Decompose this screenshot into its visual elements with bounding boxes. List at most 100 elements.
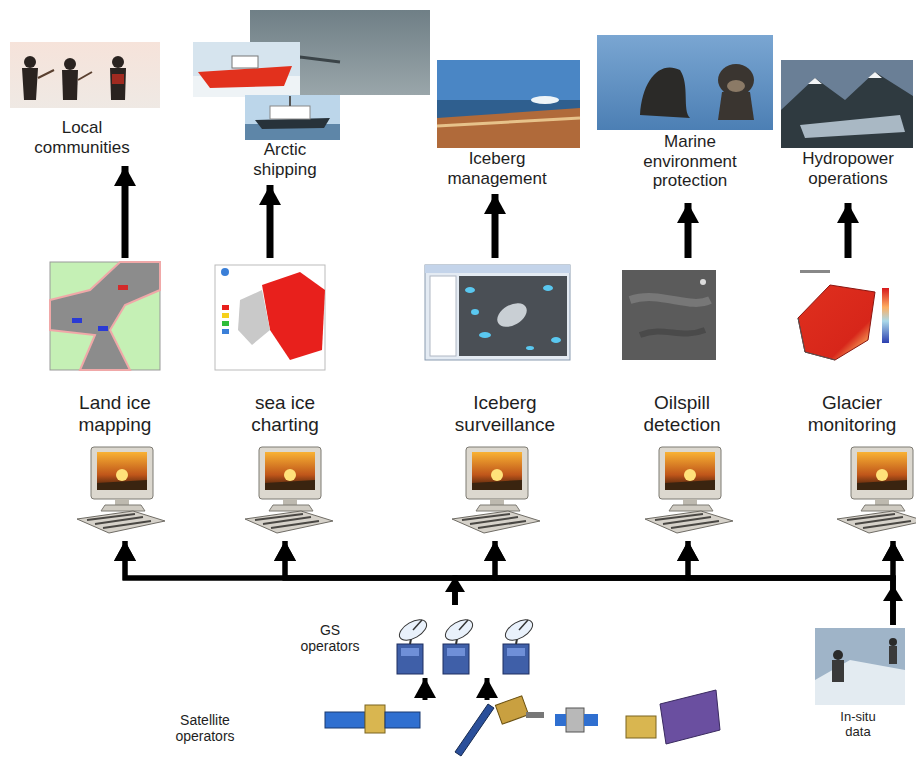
land-ice-map — [50, 262, 160, 370]
flow-arrow — [125, 541, 455, 605]
illustration-part — [781, 72, 913, 148]
node-label: Arctic shipping — [230, 140, 340, 179]
in-situ-photo — [815, 628, 905, 705]
flow-arrow — [455, 541, 688, 605]
flow-arrow — [285, 541, 455, 605]
illustration-part — [815, 628, 905, 705]
illustration-part — [455, 704, 494, 756]
illustration-part — [459, 276, 567, 356]
illustration-part — [833, 650, 843, 660]
illustration-part — [526, 712, 544, 718]
illustration-part — [222, 305, 229, 310]
illustration-part — [289, 96, 291, 106]
illustration-part — [727, 80, 745, 92]
illustration-part — [437, 60, 580, 148]
sea-ice-chart — [215, 265, 325, 370]
user-label: Local communities — [5, 38, 165, 165]
in-situ-source: In-situ data — [810, 625, 910, 750]
illustration-part — [50, 262, 160, 370]
illustration-part — [479, 332, 491, 338]
marine-photo — [597, 35, 773, 130]
user-label: Arctic shipping — [190, 8, 432, 184]
illustration-part — [700, 279, 706, 285]
dish-icon — [502, 616, 536, 674]
iceberg-management-photo — [437, 60, 580, 148]
service-station: sea ice charting — [205, 258, 355, 540]
illustration-part — [118, 285, 128, 290]
illustration-part — [800, 270, 830, 273]
illustration-part — [62, 70, 78, 100]
illustration-part — [325, 712, 365, 728]
illustration-part — [215, 265, 325, 370]
illustration-part — [622, 270, 716, 360]
illustration-part — [718, 64, 754, 96]
illustration-part — [798, 285, 875, 360]
illustration-part — [425, 265, 570, 360]
flow-arrow — [495, 541, 893, 625]
satellite-group: Satellite operators — [160, 700, 730, 758]
illustration-part — [193, 42, 300, 97]
service-station: Iceberg surveillance — [420, 258, 575, 540]
illustration-part — [718, 92, 754, 120]
illustration-part — [584, 714, 598, 726]
sar-image — [622, 270, 716, 360]
illustration-part — [543, 285, 553, 291]
hydropower-photo — [781, 60, 913, 148]
illustration-part — [555, 714, 566, 726]
illustration-part — [882, 288, 889, 343]
illustration-part — [781, 60, 913, 148]
illustration-part — [465, 285, 561, 350]
illustration-part — [640, 330, 705, 335]
node-label: Iceberg surveillance — [443, 392, 567, 436]
illustration-part — [630, 297, 710, 303]
flow-arrow — [455, 541, 893, 605]
illustration-part — [430, 276, 456, 356]
arctic-shipping-photos — [193, 10, 430, 140]
illustration-part — [566, 708, 584, 732]
flow-arrow — [845, 203, 852, 258]
service-station: Glacier monitoring — [785, 258, 912, 540]
illustration-part — [815, 660, 905, 705]
illustration-part — [221, 268, 229, 276]
node-label: Oilspill detection — [620, 392, 744, 436]
illustration-part — [889, 638, 897, 646]
illustration-part — [38, 70, 92, 80]
user-label: Marine environment protection — [595, 33, 775, 202]
illustration-part — [262, 272, 325, 360]
illustration-part — [98, 326, 108, 331]
illustration-part — [531, 96, 559, 104]
illustration-part — [238, 290, 270, 345]
flow-arrow — [285, 541, 893, 625]
node-label: In-situ data — [828, 710, 888, 740]
flow-arrow — [125, 541, 893, 625]
node-label: Marine environment protection — [630, 132, 750, 191]
computer-icon — [837, 447, 916, 533]
glacier-3d-plot — [790, 265, 895, 370]
illustration-part — [22, 56, 126, 100]
illustration-part — [24, 56, 36, 68]
illustration-part — [526, 346, 534, 350]
flow-arrow — [455, 541, 495, 605]
illustration-part — [222, 313, 229, 318]
illustration-part — [889, 646, 897, 664]
computer-icon — [77, 447, 165, 533]
flow-arrow — [688, 541, 893, 625]
satellite-icons — [325, 690, 720, 756]
illustration-part — [222, 321, 229, 326]
flow-arrow — [267, 185, 274, 258]
dish-icon — [442, 616, 476, 674]
illustration-part — [112, 56, 124, 68]
node-label: Hydropower operations — [793, 149, 903, 188]
node-label: Land ice mapping — [53, 392, 177, 436]
illustration-part — [471, 309, 479, 315]
illustration-part — [112, 74, 124, 84]
flow-arrow — [891, 541, 896, 625]
dish-icon — [396, 616, 430, 674]
illustration-part — [660, 690, 720, 744]
illustration-part — [465, 287, 475, 293]
illustration-part — [493, 298, 531, 331]
illustration-part — [626, 716, 656, 738]
